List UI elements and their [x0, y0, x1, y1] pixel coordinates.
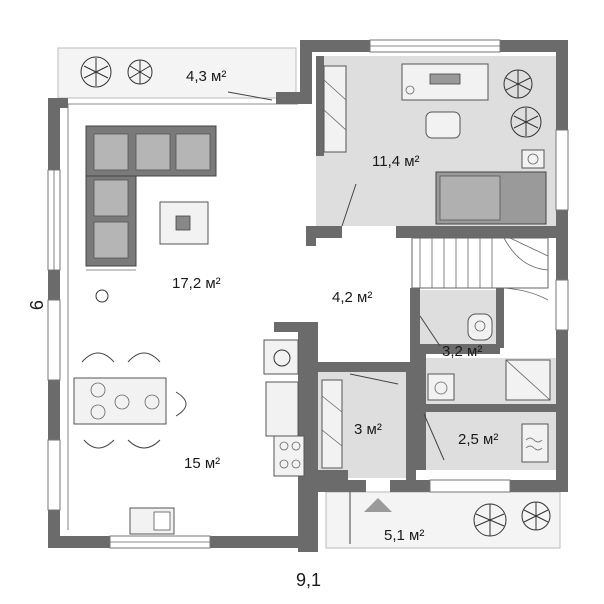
windows [47, 39, 569, 549]
terrace-top-furnishing [80, 56, 273, 101]
inner-walls [274, 56, 568, 480]
storage-area-label: 3 м² [354, 421, 382, 438]
bathroom-area-label: 3,2 м² [442, 343, 482, 360]
staircase [411, 237, 549, 301]
terrace-bottom-area-label: 5,1 м² [384, 527, 424, 544]
bedroom-furniture [323, 63, 547, 227]
bathroom-fixtures [419, 313, 493, 347]
laundry-area-label: 2,5 м² [458, 431, 498, 448]
height-dimension-label: 9 [26, 300, 46, 310]
entrance [349, 492, 551, 544]
width-dimension-label: 9,1 [296, 570, 321, 590]
terrace-bottom [325, 491, 561, 549]
hall-area-label: 4,2 м² [332, 289, 372, 306]
kitchen-furniture [73, 339, 305, 535]
terrace-top-area-label: 4,3 м² [186, 68, 226, 85]
storage-fixtures [321, 373, 399, 469]
living-area-label: 17,2 м² [172, 275, 221, 292]
laundry-fixtures [423, 359, 551, 463]
kitchen-area-label: 15 м² [184, 455, 220, 472]
living-furniture [67, 103, 298, 530]
bedroom-area-label: 11,4 м² [372, 153, 420, 170]
